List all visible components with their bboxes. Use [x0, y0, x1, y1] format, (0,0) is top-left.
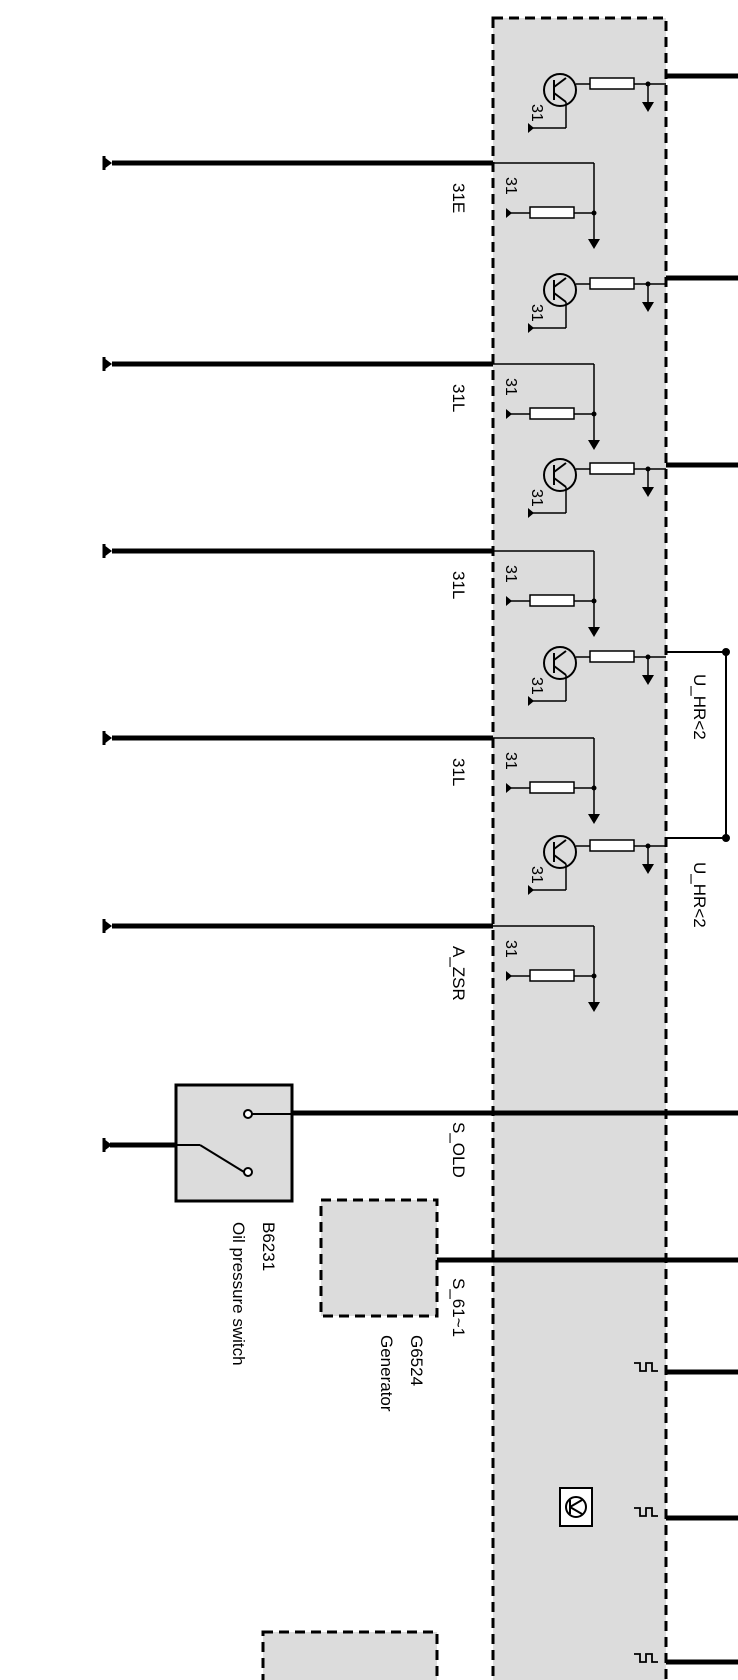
- pin-label: 31: [528, 304, 545, 322]
- input-channel: 31 31E: [102, 156, 600, 249]
- ground-arrow-icon: [588, 814, 600, 824]
- pin-label: 31: [502, 752, 519, 770]
- pin-label: 31: [528, 104, 545, 122]
- resistor-icon: [529, 969, 575, 982]
- connector-icon: [104, 157, 112, 169]
- channel-label: 31E: [449, 183, 468, 213]
- ground-arrow-icon: [642, 864, 654, 874]
- pin-arrow-icon: [528, 508, 534, 518]
- input-channel: 31 A_ZSR: [102, 919, 600, 1012]
- ground-arrow-icon: [588, 627, 600, 637]
- channel-label: 31L: [449, 384, 468, 412]
- pin-arrow-icon: [528, 696, 534, 706]
- pin-label: 31: [502, 565, 519, 583]
- pin-label: 31: [502, 378, 519, 396]
- junction-dot: [591, 973, 597, 979]
- transistor-emitter: [553, 854, 567, 865]
- pin-arrow-icon: [506, 596, 512, 606]
- pin-label: 31: [528, 489, 545, 507]
- oil-switch-code: B6231: [259, 1222, 278, 1271]
- junction-dot: [591, 210, 597, 216]
- input-channel: 31 31L: [102, 544, 600, 637]
- pin-arrow-icon: [528, 885, 534, 895]
- ground-arrow-icon: [642, 675, 654, 685]
- resistor-icon: [589, 650, 635, 663]
- driver-stage: 31: [528, 646, 666, 706]
- pin-arrow-icon: [506, 409, 512, 419]
- generator: [319, 1198, 666, 1318]
- driver-stage: 31: [528, 73, 666, 133]
- transistor-collector: [553, 462, 567, 473]
- resistor-icon: [529, 407, 575, 420]
- transistor-collector: [553, 277, 567, 288]
- partial-component-box: [261, 1630, 439, 1680]
- transistor-collector: [553, 77, 567, 88]
- sense-bracket: [666, 648, 730, 842]
- signal-generator-label: S_61~1: [449, 1278, 468, 1337]
- pin-arrow-icon: [506, 783, 512, 793]
- output-wires: [666, 73, 738, 1665]
- input-channel: 31 31L: [102, 357, 600, 450]
- resistor-icon: [589, 77, 635, 90]
- sense-label-upper: U_HR<2: [690, 674, 709, 740]
- pin-label: 31: [502, 177, 519, 195]
- generator-name: Generator: [377, 1335, 396, 1412]
- signal-oil-label: S_OLD: [449, 1122, 468, 1178]
- ground-arrow-icon: [588, 440, 600, 450]
- resistor-icon: [529, 781, 575, 794]
- transistor-icon: [543, 273, 577, 307]
- resistor-icon: [529, 594, 575, 607]
- resistor-icon: [589, 277, 635, 290]
- ground-arrow-icon: [588, 1002, 600, 1012]
- connector-icon: [104, 545, 112, 557]
- junction-dot: [591, 411, 597, 417]
- connector-icon: [104, 358, 112, 370]
- generator-code: G6524: [407, 1335, 426, 1386]
- speed-sensor-icon: [559, 1487, 593, 1527]
- transistor-icon: [543, 73, 577, 107]
- pin-arrow-icon: [528, 323, 534, 333]
- pin-label: 31: [528, 677, 545, 695]
- ground-arrow-icon: [642, 102, 654, 112]
- driver-stage: 31: [528, 835, 666, 895]
- transistor-collector: [553, 839, 567, 850]
- junction-dot: [591, 785, 597, 791]
- sense-label-lower: U_HR<2: [690, 862, 709, 928]
- pin-label: 31: [528, 866, 545, 884]
- driver-stages: 31 31 31 31 31: [528, 73, 666, 895]
- ground-arrow-icon: [588, 239, 600, 249]
- ground-arrow-icon: [642, 302, 654, 312]
- pin-arrow-icon: [506, 971, 512, 981]
- resistor-icon: [589, 462, 635, 475]
- transistor-emitter: [553, 92, 567, 103]
- transistor-icon: [543, 458, 577, 492]
- pin-arrow-icon: [506, 208, 512, 218]
- channel-label: 31L: [449, 571, 468, 599]
- transistor-icon: [543, 835, 577, 869]
- driver-stage: 31: [528, 273, 666, 333]
- transistor-collector: [553, 650, 567, 661]
- connector-icon: [104, 732, 112, 744]
- junction-dot: [591, 598, 597, 604]
- channel-label: A_ZSR: [449, 946, 468, 1001]
- resistor-icon: [589, 839, 635, 852]
- input-channel: 31 31L: [102, 731, 600, 824]
- connector-icon: [104, 920, 112, 932]
- pin-label: 31: [502, 940, 519, 958]
- transistor-icon: [543, 646, 577, 680]
- channel-label: 31L: [449, 758, 468, 786]
- ground-arrow-icon: [642, 487, 654, 497]
- oil-switch-name: Oil pressure switch: [229, 1222, 248, 1366]
- transistor-emitter: [553, 477, 567, 488]
- resistor-icon: [529, 206, 575, 219]
- oil-pressure-switch: [102, 1083, 666, 1203]
- pin-arrow-icon: [528, 123, 534, 133]
- pulse-signal-icons: [634, 1362, 658, 1663]
- control-module-box: [491, 16, 668, 1680]
- transistor-emitter: [553, 665, 567, 676]
- driver-stage: 31: [528, 458, 666, 518]
- transistor-emitter: [553, 292, 567, 303]
